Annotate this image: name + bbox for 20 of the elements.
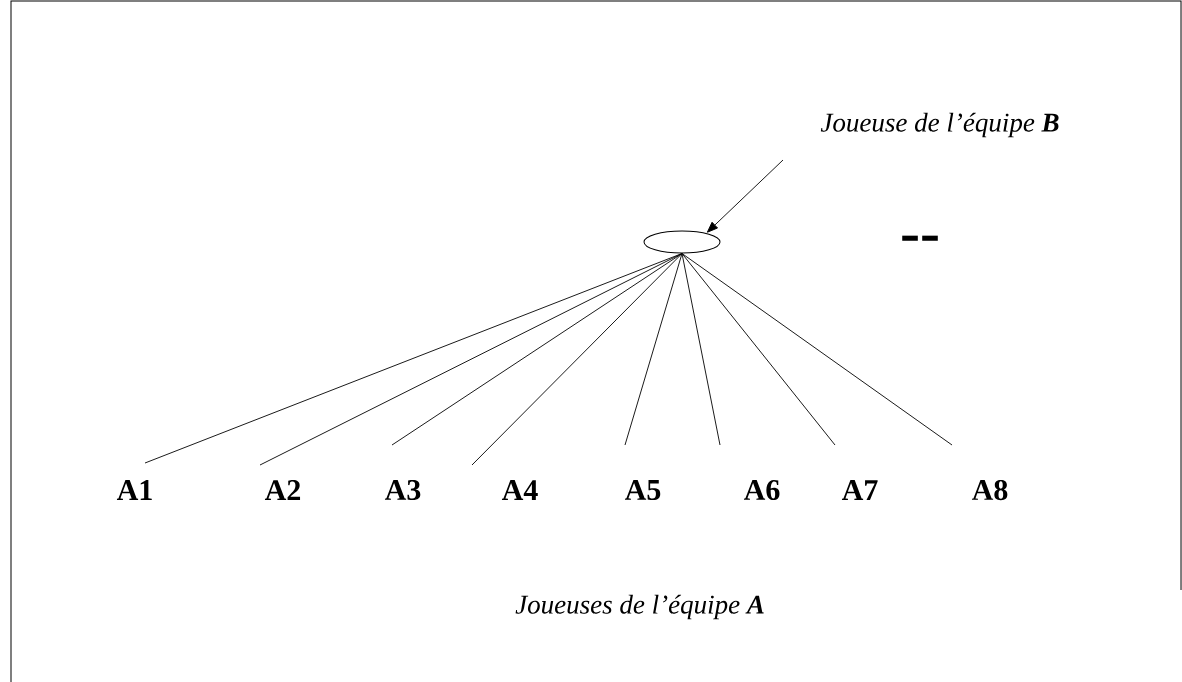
connector-line [681,253,721,446]
caption-text: Joueuses de l’équipe A [515,594,764,620]
connector-line [681,253,836,446]
connector-line [144,253,683,464]
connector-line [391,253,683,446]
player-label: A1 [116,480,152,500]
connector-line [681,253,953,446]
player-label: A3 [384,479,421,501]
player-label: A4 [501,480,538,500]
dash-mark: -- [902,235,938,241]
connector-line [471,253,683,466]
player-ellipse [643,230,721,254]
player-label: A5 [625,479,661,501]
arrow [706,159,784,233]
player-label: A8 [972,479,1008,501]
connector-line [624,253,683,446]
player-label: A2 [264,480,301,500]
player-label: A7 [842,480,878,500]
player-label: A6 [744,479,780,501]
caption-text: Joueuse de l’équipe B [820,112,1059,138]
